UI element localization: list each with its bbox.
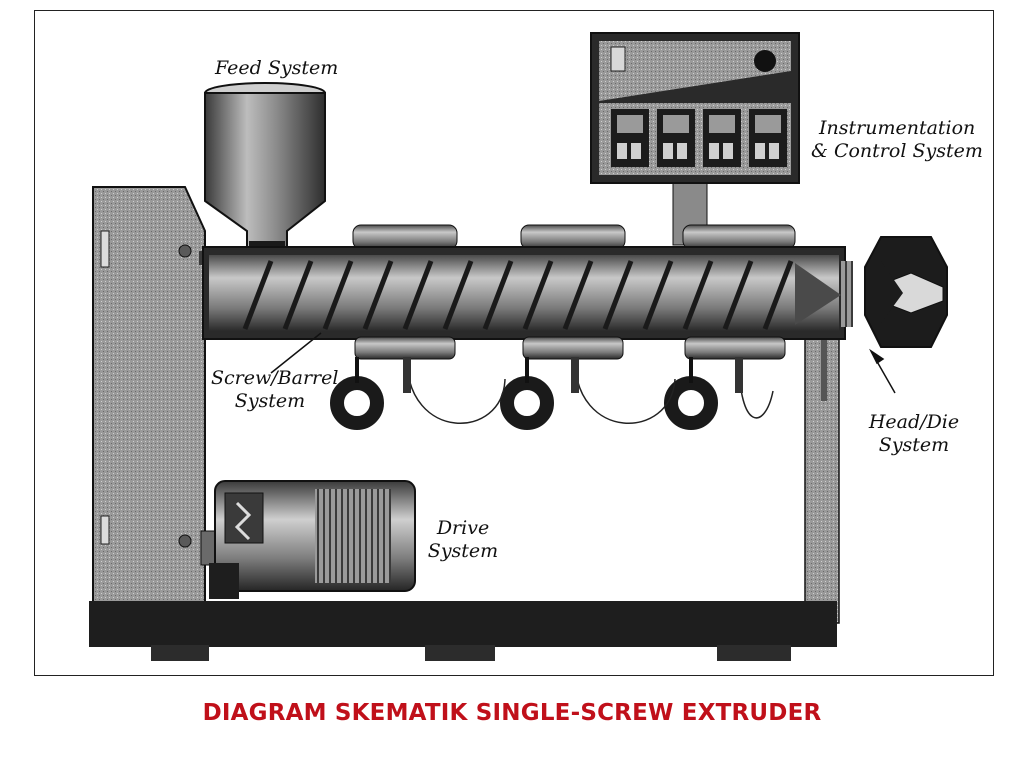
heater-bands-top	[352, 224, 796, 250]
extruder-illustration	[89, 32, 948, 661]
head-die-label-line2: System	[878, 434, 950, 456]
instrumentation-label: Instrumentation & Control System	[811, 117, 983, 163]
instrumentation-label-line1: Instrumentation	[819, 117, 976, 139]
drive-motor	[200, 480, 416, 599]
screw-barrel-label-line1: Screw/Barrel	[211, 367, 339, 389]
instrumentation-label-line2: & Control System	[811, 140, 983, 162]
control-cabinet	[590, 32, 800, 246]
head-die	[864, 236, 948, 348]
slide-caption: DIAGRAM SKEMATIK SINGLE-SCREW EXTRUDER	[202, 700, 822, 726]
screw-barrel	[202, 246, 853, 340]
control-display-panels	[611, 109, 787, 167]
screw-barrel-label: Screw/Barrel System	[211, 367, 339, 413]
head-die-label: Head/Die System	[855, 411, 973, 457]
screw-barrel-label-line2: System	[234, 390, 306, 412]
drive-system-label-line1: Drive	[436, 517, 490, 539]
diagram-frame: Feed System Instrumentation & Control Sy…	[34, 10, 994, 676]
drive-system-label-line2: System	[427, 540, 499, 562]
heater-bands-bottom	[330, 336, 786, 430]
feed-hopper	[204, 82, 326, 265]
label-leader-lines	[270, 332, 896, 394]
head-die-label-line1: Head/Die	[868, 411, 960, 433]
feed-system-label: Feed System	[215, 57, 339, 79]
drive-system-label: Drive System	[415, 517, 511, 563]
